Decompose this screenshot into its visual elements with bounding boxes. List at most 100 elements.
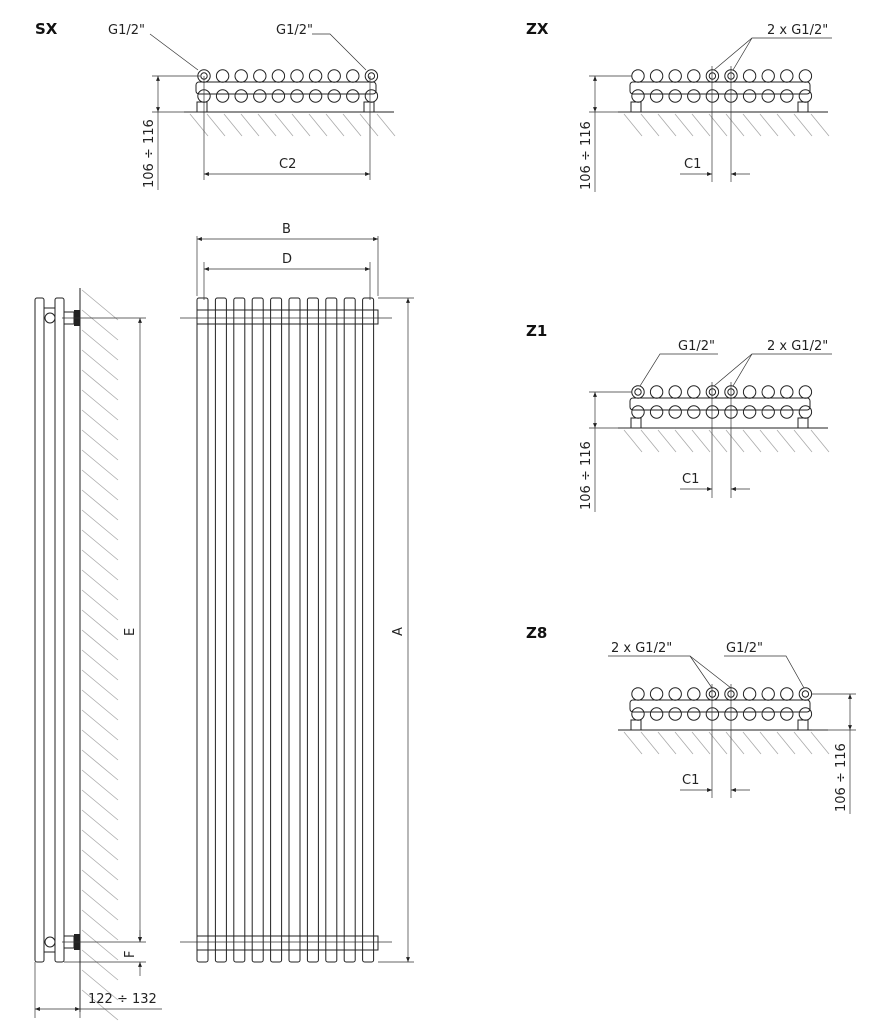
floor-hatch [657, 731, 677, 755]
front-height-label: A [391, 627, 406, 636]
variant-z8: Z8 2 x G1/2" G1/2" 106 ÷ 116 C1 [526, 624, 856, 814]
side-axis-label: E [123, 628, 138, 636]
zx-leader-a [713, 37, 832, 71]
tube-front [649, 707, 664, 721]
wall-hatch-stroke [81, 929, 119, 961]
tube-front [668, 405, 682, 419]
floor-hatch [759, 429, 779, 453]
sx-top-view [184, 69, 396, 137]
tube-front [631, 405, 645, 419]
tube-front [668, 707, 682, 721]
floor-hatch [725, 113, 745, 137]
front-top-collector [196, 309, 379, 325]
tube-rear [705, 687, 720, 701]
wall-hatch-stroke [81, 609, 119, 641]
wall-hatch-stroke [81, 729, 119, 761]
tube-front [687, 89, 701, 103]
tube-front [798, 405, 813, 419]
z8-connection-right-label: G1/2" [726, 641, 763, 656]
connection-port [367, 72, 376, 80]
tube-rear [290, 69, 304, 83]
z1-leader-right-a [713, 353, 832, 387]
floor-hatch [359, 113, 379, 137]
side-wall-hatch [81, 289, 119, 1021]
connection-port [708, 388, 717, 396]
side-offset-label: F [123, 951, 138, 958]
wall-hatch-stroke [81, 909, 119, 941]
tube-rear [687, 385, 701, 399]
tube-front [631, 707, 645, 721]
connection-port [634, 388, 642, 396]
tube-rear [668, 385, 682, 399]
radiator-header-bar [629, 699, 811, 713]
tube-front [364, 89, 379, 103]
connection-port [708, 690, 717, 698]
tube-front [271, 89, 286, 103]
floor-hatch [640, 429, 660, 453]
tube-rear [271, 69, 286, 83]
wall-hatch-stroke [81, 549, 119, 581]
floor-hatch [691, 429, 711, 453]
wall-hatch-stroke [81, 989, 119, 1021]
front-view: B D A [180, 222, 414, 963]
tube-rear [668, 69, 682, 83]
tube-front [780, 405, 794, 419]
tube-rear [649, 69, 664, 83]
tube-rear [649, 687, 664, 701]
tube-front [687, 405, 701, 419]
tube-front [308, 89, 323, 103]
floor-hatch [776, 731, 796, 755]
wall-hatch-stroke [81, 669, 119, 701]
floor-hatch [223, 113, 243, 137]
tube-front [290, 89, 304, 103]
floor-hatch [810, 429, 830, 453]
floor-hatch [291, 113, 311, 137]
floor-hatch [376, 113, 396, 137]
sx-spacing-dimension: C2 [203, 76, 371, 180]
floor-hatch [240, 113, 260, 137]
front-tube [306, 297, 319, 963]
wall-hatch-stroke [81, 949, 119, 981]
connection-port [708, 72, 717, 80]
tube-rear [705, 69, 720, 83]
z1-height-dimension: 106 ÷ 116 [579, 391, 632, 512]
z1-spacing-dimension: C1 [680, 382, 750, 498]
floor-hatch [759, 731, 779, 755]
z8-title: Z8 [526, 624, 547, 642]
z8-top-view [618, 687, 830, 755]
connection-port [801, 690, 810, 698]
floor-hatch [742, 731, 762, 755]
wall-hatch-stroke [81, 529, 119, 561]
tube-front [761, 405, 775, 419]
tube-rear [631, 385, 645, 399]
floor-hatch [257, 113, 277, 137]
tube-rear [780, 385, 794, 399]
tube-rear [742, 69, 757, 83]
z1-spacing-label: C1 [682, 472, 699, 487]
wall-hatch-stroke [81, 589, 119, 621]
tube-rear [798, 69, 813, 83]
z8-height-label: 106 ÷ 116 [834, 743, 849, 812]
side-panel-back [34, 297, 45, 963]
side-bottom-connection [44, 936, 56, 948]
front-inner-width-label: D [282, 252, 292, 267]
tube-rear [798, 687, 813, 701]
wall-hatch-stroke [81, 969, 119, 1001]
tube-front [215, 89, 230, 103]
wall-hatch-stroke [81, 349, 119, 381]
wall-hatch-stroke [81, 629, 119, 661]
zx-leader-b [732, 37, 753, 71]
tube-front [649, 405, 664, 419]
wall-hatch-stroke [81, 309, 119, 341]
wall-hatch-stroke [81, 569, 119, 601]
zx-connection-label: 2 x G1/2" [767, 23, 828, 38]
floor-hatch [725, 429, 745, 453]
sx-leader-left [149, 33, 199, 71]
floor-hatch [742, 429, 762, 453]
floor-hatch [810, 113, 830, 137]
tube-rear [780, 687, 794, 701]
tube-rear [346, 69, 360, 83]
wall-hatch-stroke [81, 369, 119, 401]
tube-rear [780, 69, 794, 83]
floor-hatch [308, 113, 328, 137]
